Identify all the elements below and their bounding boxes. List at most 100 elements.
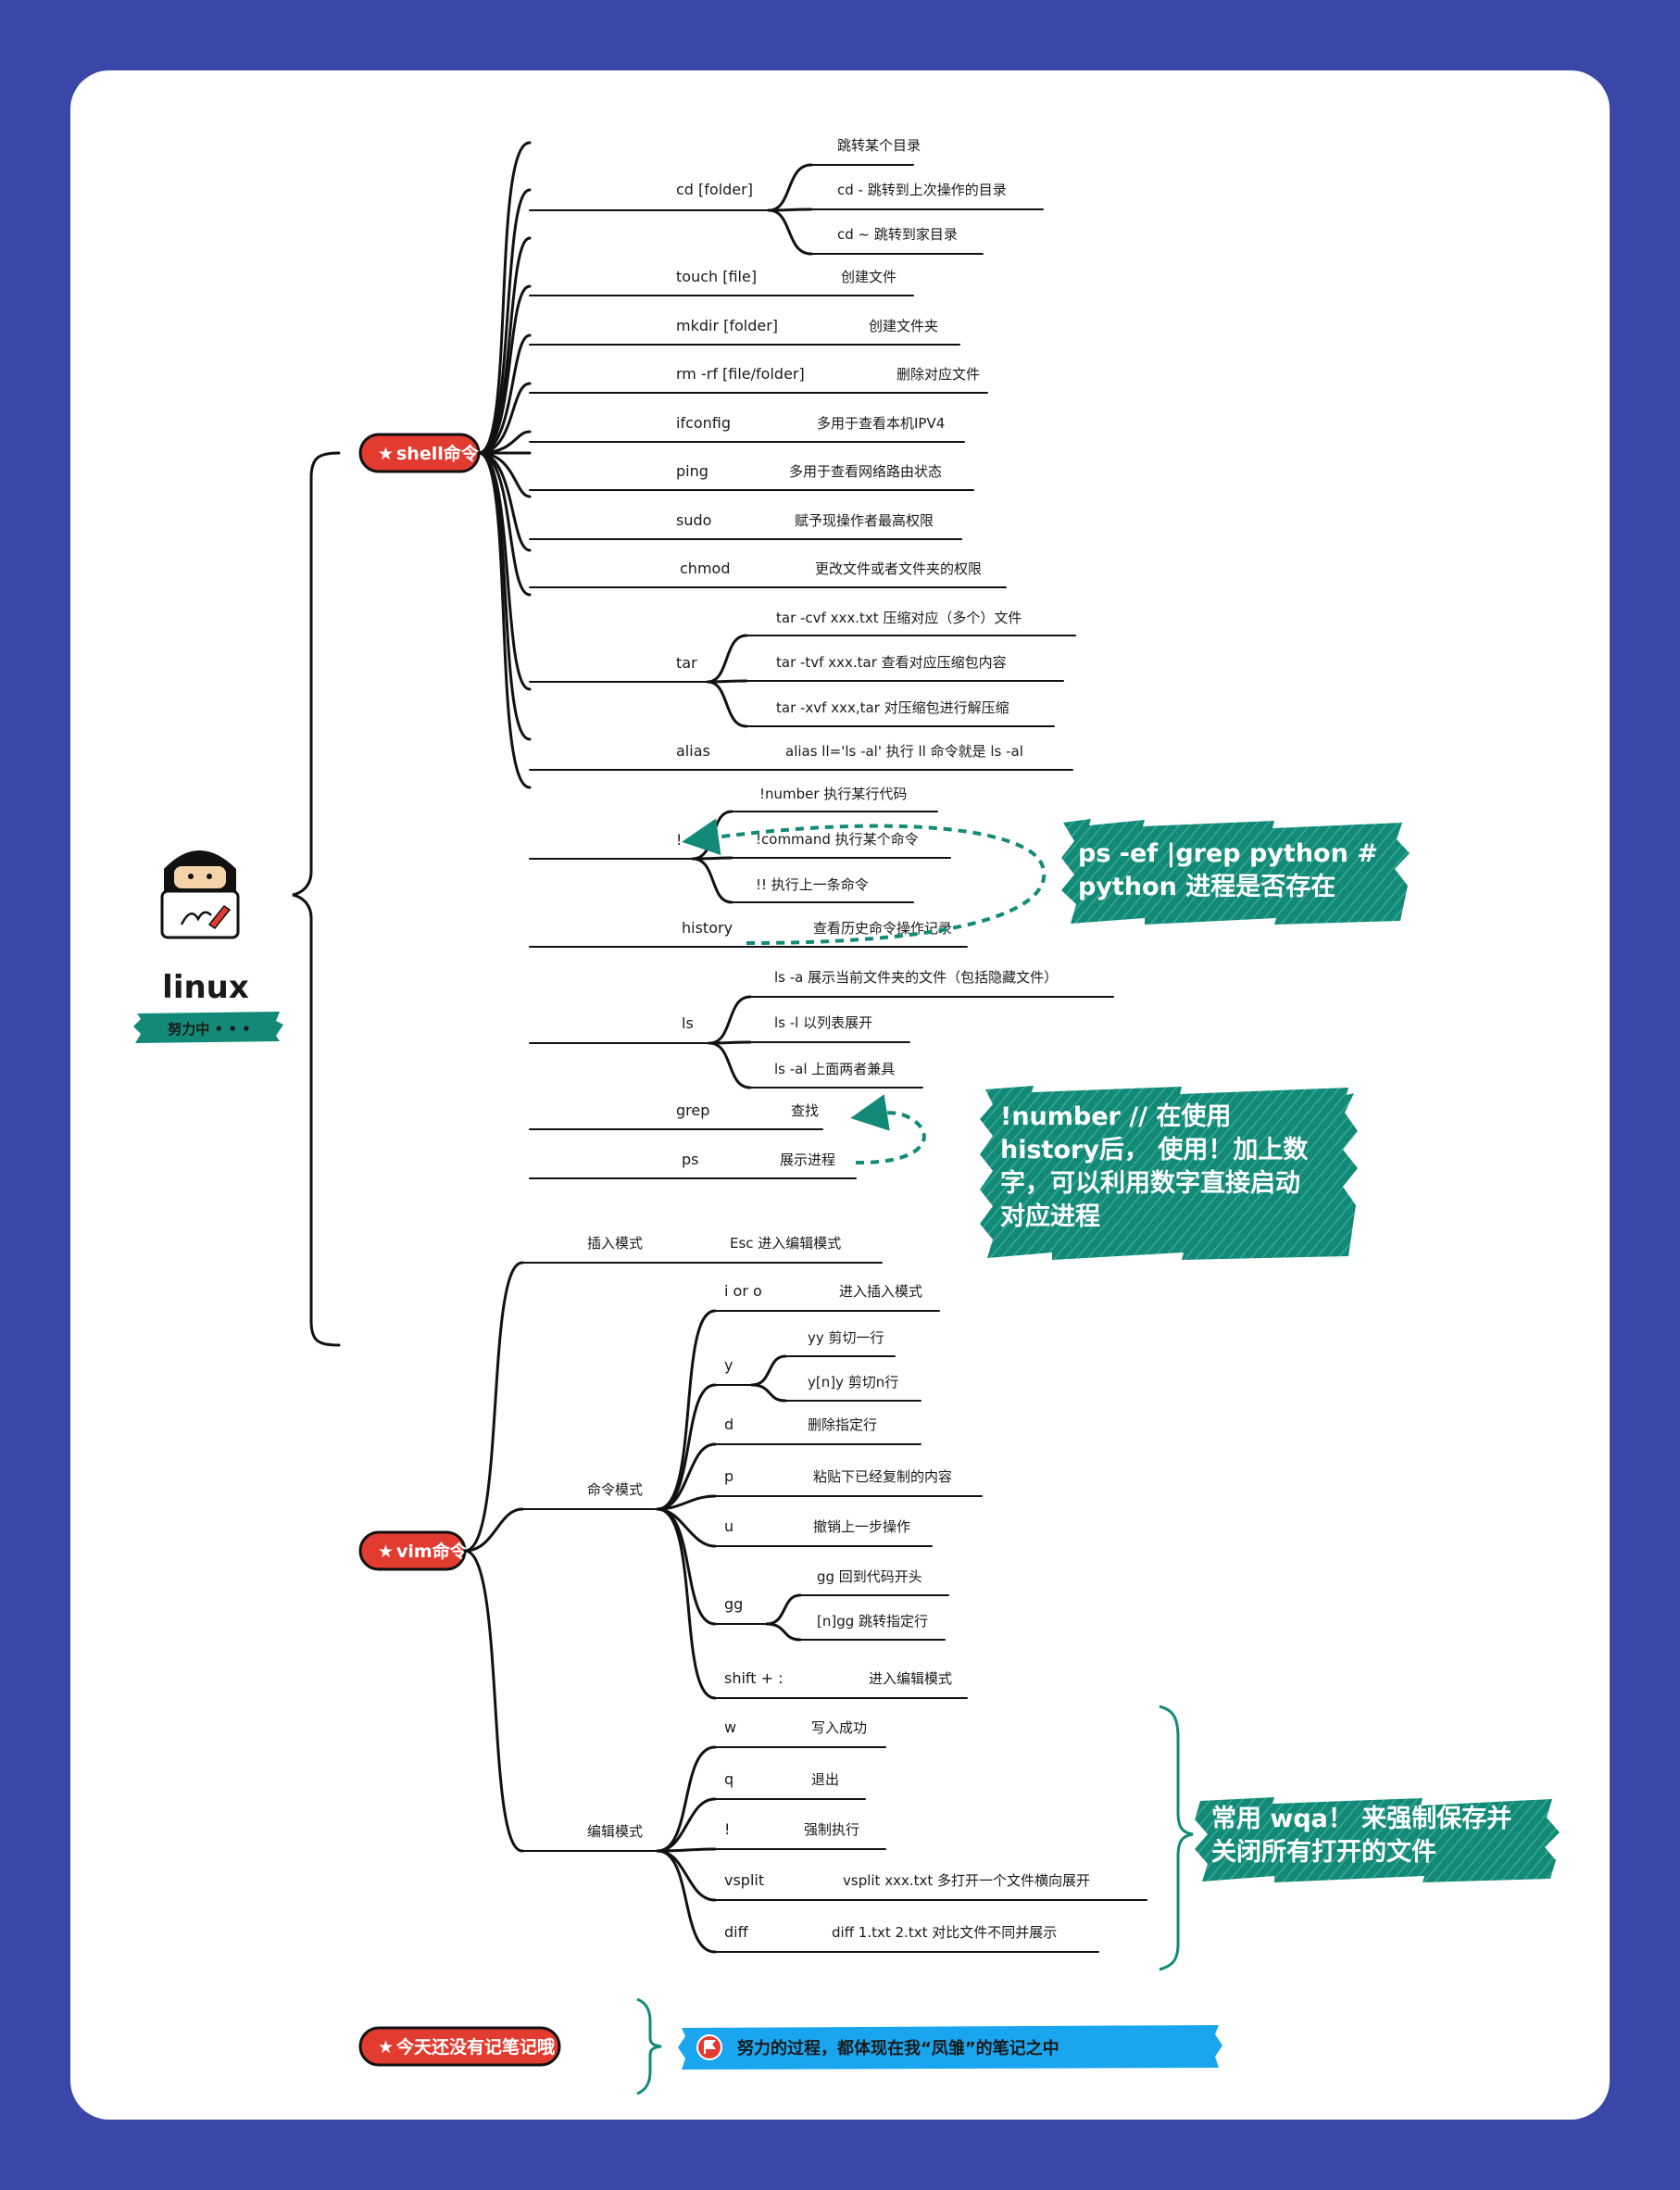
- svg-text:创建文件: 创建文件: [841, 269, 896, 285]
- note-wq: 常用 wqa！ 来强制保存并 关闭所有打开的文件: [1195, 1797, 1560, 1882]
- svg-text:mkdir [folder]: mkdir [folder]: [676, 317, 778, 334]
- svg-text:p: p: [724, 1467, 733, 1485]
- svg-text:退出: 退出: [811, 1771, 839, 1788]
- command-item-d[interactable]: d 删除指定行: [714, 1416, 921, 1445]
- command-item-gg[interactable]: gg gg 回到代码开头 [n]gg 跳转指定行: [714, 1568, 949, 1642]
- star-icon: ★: [378, 1542, 394, 1562]
- command-item-y[interactable]: y yy 剪切一行 y[n]y 剪切n行: [714, 1329, 921, 1403]
- shell-item-mkdir[interactable]: mkdir [folder] 创建文件夹: [529, 317, 960, 346]
- svg-text:写入成功: 写入成功: [811, 1719, 867, 1736]
- svg-text:touch [file]: touch [file]: [676, 268, 757, 285]
- shell-item-ping[interactable]: ping 多用于查看网络路由状态: [529, 462, 974, 491]
- svg-text:删除指定行: 删除指定行: [808, 1416, 877, 1433]
- svg-text:diff: diff: [724, 1923, 749, 1941]
- summary-brace-note: [636, 1997, 662, 2096]
- svg-text:Esc 进入编辑模式: Esc 进入编辑模式: [730, 1235, 841, 1252]
- relation-arrow-history-bang: [682, 818, 1047, 945]
- svg-text:i or o: i or o: [724, 1282, 762, 1300]
- svg-text:!: !: [676, 831, 682, 849]
- svg-text:粘贴下已经复制的内容: 粘贴下已经复制的内容: [813, 1468, 952, 1485]
- svg-text:tar: tar: [676, 654, 697, 672]
- shell-item-grep[interactable]: grep 查找: [529, 1101, 823, 1130]
- branch-shell[interactable]: ★ shell命令: [358, 433, 481, 473]
- relation-arrow-ps-grep: [850, 1094, 926, 1165]
- svg-text:q: q: [724, 1770, 733, 1788]
- vim-mode-edit[interactable]: 编辑模式: [521, 1823, 658, 1852]
- note-history-line-4: 对应进程: [1000, 1202, 1100, 1231]
- shell-item-touch[interactable]: touch [file] 创建文件: [529, 268, 914, 296]
- svg-text:yy 剪切一行: yy 剪切一行: [808, 1329, 884, 1346]
- edit-item-bang[interactable]: ! 强制执行: [714, 1820, 886, 1850]
- star-icon: ★: [378, 444, 394, 464]
- shell-item-ps[interactable]: ps 展示进程: [529, 1151, 857, 1179]
- edit-item-w[interactable]: w 写入成功: [714, 1718, 886, 1748]
- svg-text:gg: gg: [724, 1595, 743, 1613]
- svg-text:!! 执行上一条命令: !! 执行上一条命令: [756, 876, 869, 893]
- root-title: linux: [162, 969, 249, 1006]
- command-item-u[interactable]: u 撤销上一步操作: [714, 1517, 933, 1547]
- cd-child-2: cd - 跳转到上次操作的目录: [837, 182, 1007, 198]
- edit-item-q[interactable]: q 退出: [714, 1770, 866, 1800]
- svg-text:chmod: chmod: [680, 560, 730, 577]
- vim-mode-insert[interactable]: 插入模式 Esc 进入编辑模式: [521, 1235, 883, 1264]
- branch-vim-label: vim命令: [396, 1541, 469, 1562]
- svg-text:创建文件夹: 创建文件夹: [869, 318, 938, 334]
- cd-child-3: cd ~ 跳转到家目录: [837, 226, 958, 243]
- summary-brace-edit: [1159, 1705, 1194, 1971]
- svg-text:撤销上一步操作: 撤销上一步操作: [813, 1518, 910, 1535]
- svg-text:强制执行: 强制执行: [804, 1821, 859, 1838]
- svg-text:ls -l 以列表展开: ls -l 以列表展开: [774, 1014, 872, 1031]
- vim-mode-command[interactable]: 命令模式: [521, 1481, 658, 1510]
- cd-child-1: 跳转某个目录: [837, 137, 921, 154]
- avatar-icon: [160, 850, 240, 939]
- svg-text:删除对应文件: 删除对应文件: [896, 366, 980, 383]
- edit-item-vsplit[interactable]: vsplit vsplit xxx.txt 多打开一个文件横向展开: [714, 1871, 1147, 1901]
- shell-item-rm[interactable]: rm -rf [file/folder] 删除对应文件: [529, 365, 988, 394]
- shell-item-tar[interactable]: tar tar -cvf xxx.txt 压缩对应（多个）文件 tar -tvf…: [529, 610, 1076, 728]
- svg-text:alias ll='ls -al' 执行 ll 命令就是: alias ll='ls -al' 执行 ll 命令就是 ls -al: [785, 743, 1023, 760]
- command-item-ior[interactable]: i or o 进入插入模式: [714, 1282, 940, 1312]
- svg-text:y: y: [724, 1356, 733, 1374]
- root-node[interactable]: linux 努力中 • • •: [133, 850, 283, 1043]
- svg-text:tar -tvf xxx.tar 查看对应压缩包内容: tar -tvf xxx.tar 查看对应压缩包内容: [776, 654, 1007, 671]
- note-ps-line-1: ps -ef |grep python #: [1078, 839, 1378, 868]
- branch-vim[interactable]: ★ vim命令: [358, 1530, 469, 1571]
- branch-note[interactable]: ★ 今天还没有记笔记哦: [358, 2026, 561, 2067]
- shell-item-ifconfig[interactable]: ifconfig 多用于查看本机IPV4: [529, 414, 965, 443]
- svg-text:w: w: [724, 1718, 736, 1736]
- status-badge: 努力中 • • •: [133, 1012, 283, 1043]
- note-history: !number // 在使用 history后， 使用！加上数 字，可以利用数字…: [980, 1086, 1358, 1260]
- star-icon: ★: [378, 2037, 394, 2058]
- svg-text:[n]gg 跳转指定行: [n]gg 跳转指定行: [817, 1613, 928, 1630]
- svg-text:y[n]y 剪切n行: y[n]y 剪切n行: [808, 1374, 898, 1391]
- note-history-line-1: !number // 在使用: [1000, 1102, 1231, 1131]
- svg-text:rm -rf [file/folder]: rm -rf [file/folder]: [676, 365, 805, 383]
- command-item-p[interactable]: p 粘贴下已经复制的内容: [714, 1467, 983, 1497]
- edit-item-diff[interactable]: diff diff 1.txt 2.txt 对比文件不同并展示: [714, 1923, 1099, 1953]
- shell-item-bang[interactable]: ! !number 执行某行代码 !command 执行某个命令 !! 执行上一…: [529, 786, 951, 904]
- note-banner-text: 努力的过程，都体现在我“凤雏”的笔记之中: [737, 2038, 1059, 2058]
- svg-text:diff 1.txt 2.txt 对比文件不同并展示: diff 1.txt 2.txt 对比文件不同并展示: [832, 1924, 1057, 1941]
- svg-text:sudo: sudo: [676, 511, 711, 529]
- shell-item-sudo[interactable]: sudo 赋予现操作者最高权限: [529, 511, 962, 540]
- svg-text:多用于查看本机IPV4: 多用于查看本机IPV4: [817, 415, 945, 432]
- svg-text:!: !: [724, 1820, 730, 1838]
- command-item-shift[interactable]: shift + : 进入编辑模式: [714, 1669, 968, 1699]
- shell-item-alias[interactable]: alias alias ll='ls -al' 执行 ll 命令就是 ls -a…: [529, 742, 1073, 771]
- svg-text:多用于查看网络路由状态: 多用于查看网络路由状态: [789, 463, 942, 480]
- svg-text:编辑模式: 编辑模式: [587, 1823, 643, 1840]
- note-history-line-2: history后， 使用！加上数: [1000, 1136, 1309, 1164]
- svg-text:grep: grep: [676, 1101, 709, 1119]
- svg-text:cd [folder]: cd [folder]: [676, 181, 753, 198]
- svg-text:gg 回到代码开头: gg 回到代码开头: [817, 1568, 922, 1585]
- note-history-line-3: 字，可以利用数字直接启动: [1000, 1168, 1300, 1198]
- note-wq-line-2: 关闭所有打开的文件: [1211, 1837, 1436, 1867]
- shell-item-chmod[interactable]: chmod 更改文件或者文件夹的权限: [529, 560, 1007, 588]
- shell-item-ls[interactable]: ls ls -a 展示当前文件夹的文件（包括隐藏文件） ls -l 以列表展开 …: [529, 969, 1114, 1089]
- shell-connectors: [477, 141, 532, 789]
- svg-text:ls -al 上面两者兼具: ls -al 上面两者兼具: [774, 1061, 895, 1077]
- svg-text:ls -a 展示当前文件夹的文件（包括隐藏文件）: ls -a 展示当前文件夹的文件（包括隐藏文件）: [774, 969, 1058, 986]
- svg-text:tar -cvf xxx.txt 压缩对应（多个）文件: tar -cvf xxx.txt 压缩对应（多个）文件: [776, 610, 1022, 626]
- svg-text:插入模式: 插入模式: [587, 1235, 643, 1252]
- shell-item-cd[interactable]: cd [folder] 跳转某个目录 cd - 跳转到上次操作的目录 cd ~ …: [529, 137, 1044, 256]
